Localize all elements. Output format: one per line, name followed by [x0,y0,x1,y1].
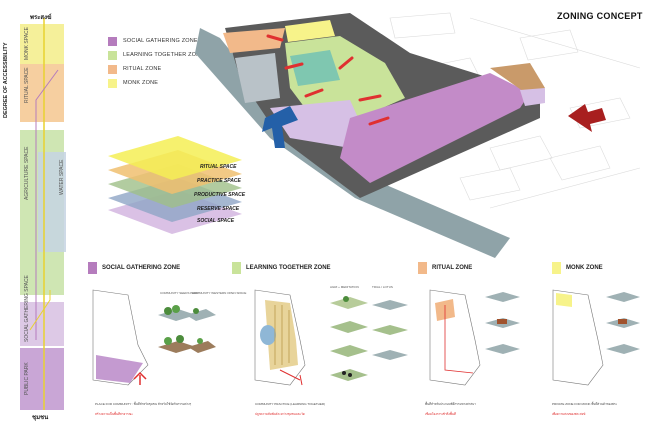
legend-swatch [108,50,117,60]
zone-caption-highlight: สร้างความเป็นพื้นที่สาธารณะ [95,412,133,416]
legend-item: RITUAL ZONE [108,64,161,74]
water-pond-area [290,50,340,86]
social-gathering-zone-area [340,73,530,183]
layer-stack-diagram [108,136,242,234]
zone-caption: PLACE FOR COMMUNITY : พื้นที่สำหรับชุมชน… [95,402,192,406]
social-zone-plan [92,289,216,386]
zone-title: SOCIAL GATHERING ZONE [102,265,181,271]
zone-heading: RITUAL ZONE [418,262,472,274]
zone-swatch [418,262,427,274]
legend-item: SOCIAL GATHERING ZONE [108,36,198,46]
legend-label: RITUAL ZONE [123,66,162,72]
zone-title: RITUAL ZONE [432,265,473,271]
legend-swatch [108,78,117,88]
legend-swatch [108,36,117,46]
zone-swatch [552,262,561,274]
zone-caption-highlight: ปลูกความสัมพันธ์ระหว่างชุมชนและวัด [255,412,305,416]
zone-note: COMMUNITY SEEDS PARK [160,291,199,295]
reserve-area [235,53,280,103]
axis-label: DEGREE OF ACCESSIBILITY [3,42,9,118]
axis-band-label: MONK SPACE [24,27,30,60]
legend-label: MONK ZONE [123,80,159,86]
monk-zone-corner [490,63,545,96]
layer-label: RESERVE SPACE [197,206,240,212]
zone-note: TIDAL / LOTUS [372,285,393,289]
ritual-zone-area [223,28,285,53]
layer-label: RITUAL SPACE [200,164,237,170]
monk-zone-area [285,20,335,42]
layer-label: PRODUCTIVE SPACE [194,192,246,198]
axis-band-label: PUBLIC PARK [24,362,30,395]
axis-band-label: WATER SPACE [59,159,65,195]
zone-heading: SOCIAL GATHERING ZONE [88,262,180,274]
legend-item: MONK ZONE [108,78,158,88]
legend-label: SOCIAL GATHERING ZONE [123,38,198,44]
zone-heading: LEARNING TOGETHER ZONE [232,262,331,274]
site-plan-axonometric [195,12,641,258]
zone-swatch [232,262,241,274]
zone-heading: MONK ZONE [552,262,603,274]
legend-swatch [108,64,117,74]
axis-band-social [20,302,64,346]
layer-label: SOCIAL SPACE [197,218,235,224]
monk-zone-plan [552,289,640,386]
layer-ritual [108,136,242,180]
zone-caption-highlight: เชื่อมโยงการเข้าถึงพื้นที่ [425,412,456,416]
axis-bottom-label: ชุมชน [32,415,49,421]
river-canal [195,28,510,258]
zone-note: AGRI + MEDITATION [330,285,359,289]
legend-item: LEARNING TOGETHER ZONE [108,50,204,60]
axis-band-label: RITUAL SPACE [24,67,30,103]
axis-band-label: AGRICULTURE SPACE [24,146,30,200]
axis-band-water [38,152,66,252]
zone-swatch [88,262,97,274]
social-corner-area [520,88,545,106]
legend-label: LEARNING TOGETHER ZONE [123,52,205,58]
zone-caption: พื้นที่สำหรับประกอบพิธีกรรมทางศาสนา [425,402,476,406]
zone-title: MONK ZONE [566,265,603,271]
axis-arrow-lines [29,18,59,410]
entrance-arrow-red [568,104,606,132]
entrance-arrow-blue [262,106,298,148]
axis-band-label: SOCIAL GATHERING SPACE [24,275,30,342]
axis-band-monk [20,24,64,64]
zone-caption: COMMUNITY PRACTICE (LEARNING TOGETHER) [255,402,326,406]
zone-caption: PRIVATE ZONE FOR MONK พื้นที่ส่วนตัวของพ… [552,402,618,406]
social-plaza-area [270,100,365,148]
axis-top-label: พระสงฆ์ [30,15,52,21]
ritual-zone-plan [429,289,520,386]
zone-caption-highlight: เพื่อความสงบของพระสงฆ์ [552,412,586,416]
zone-title: LEARNING TOGETHER ZONE [246,265,331,271]
axis-band-public-park [20,348,64,410]
learning-zone-plan [254,289,408,386]
axis-band-ritual [20,64,64,122]
zone-note: COMMUNITY WESTERN OPEN SPACE [192,291,247,295]
page-title: ZONING CONCEPT [557,11,643,21]
layer-label: PRACTICE SPACE [197,178,241,184]
